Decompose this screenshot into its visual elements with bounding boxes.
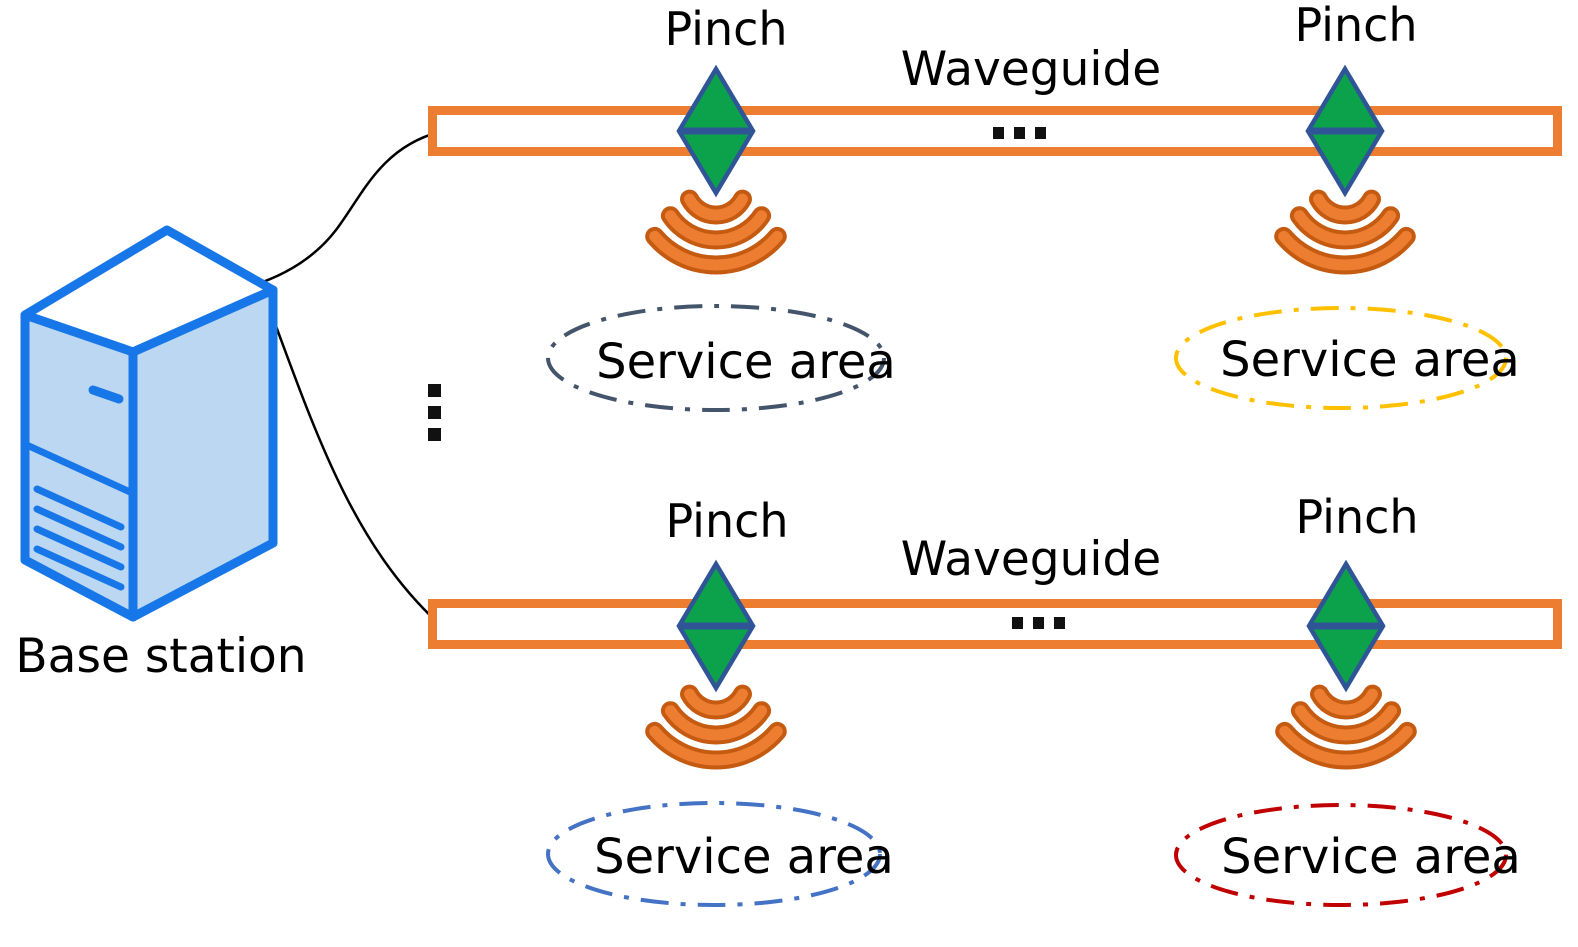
- signal-waves-icon: [655, 694, 778, 760]
- pinch-antenna-icon: [679, 564, 753, 688]
- waveguide-label: Waveguide: [900, 42, 1162, 97]
- service-area-ellipse: [546, 304, 886, 412]
- service-area-ellipse: [546, 801, 882, 907]
- signal-waves-icon: [655, 199, 778, 265]
- pinch-antenna-icon: [1309, 564, 1383, 688]
- service-area-label: Service area: [1221, 829, 1521, 885]
- pinch-label: Pinch: [665, 494, 789, 548]
- connector-curve-top: [253, 130, 440, 287]
- base-station-label: Base station: [15, 629, 307, 684]
- service-area-ellipse: [1174, 803, 1508, 907]
- horizontal-ellipsis-icon: [993, 127, 1046, 139]
- vertical-ellipsis-icon: [428, 384, 441, 441]
- waveguide-label: Waveguide: [900, 532, 1162, 587]
- pinch-antenna-icon: [1308, 69, 1382, 193]
- service-area-ellipse: [1174, 306, 1508, 410]
- service-area-label: Service area: [596, 334, 896, 390]
- waveguide-bar-bottom: [428, 599, 1562, 649]
- pinch-antenna-icon: [679, 69, 753, 193]
- signal-waves-icon: [1285, 694, 1408, 760]
- service-area-label: Service area: [594, 829, 894, 885]
- signal-waves-icon: [1284, 199, 1407, 265]
- connector-curve-bottom: [271, 317, 438, 623]
- server-tower-icon: [20, 225, 278, 622]
- pinch-label: Pinch: [664, 2, 788, 56]
- horizontal-ellipsis-icon: [1012, 617, 1065, 629]
- service-area-label: Service area: [1220, 332, 1520, 388]
- pinch-label: Pinch: [1295, 490, 1419, 544]
- pinch-label: Pinch: [1294, 0, 1418, 52]
